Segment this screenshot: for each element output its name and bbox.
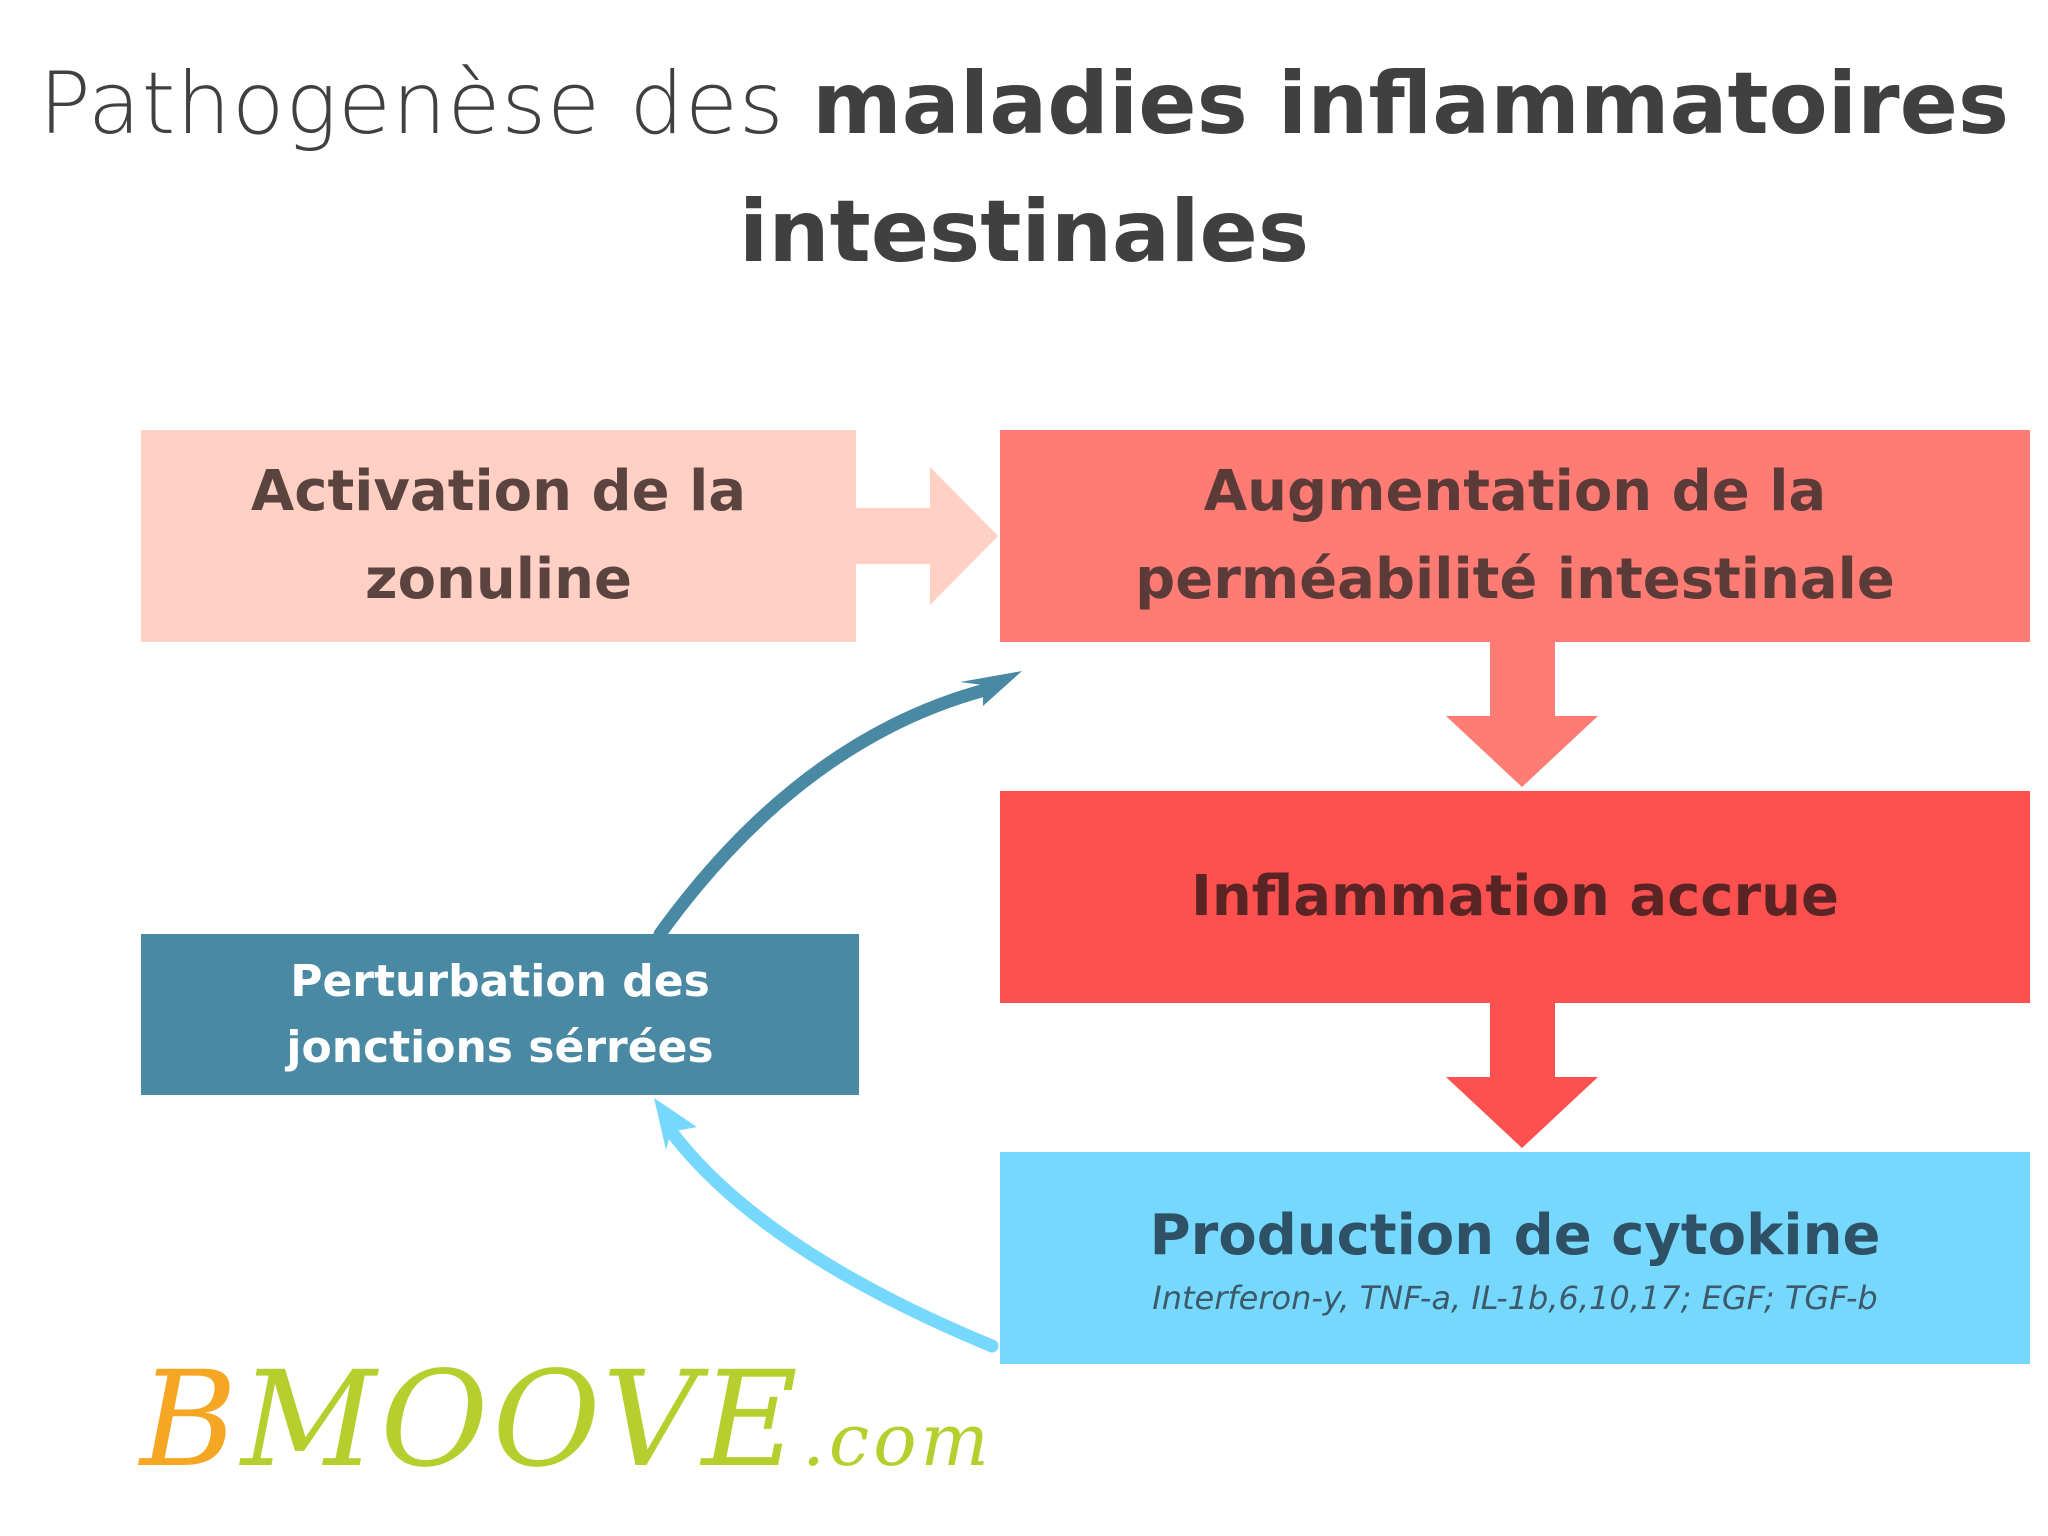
box-permeabilite-line2: perméabilité intestinale: [1135, 547, 1895, 612]
arrowhead-jonctions-to-permeabilite: [960, 671, 1022, 706]
arrow-permeabilite-to-inflammation: [1446, 642, 1598, 787]
bmoove-logo: BMOOVE.com: [140, 1345, 993, 1515]
arrow-jonctions-to-permeabilite: [653, 683, 992, 941]
box-zonuline-line1: Activation de la: [250, 459, 747, 524]
box-inflammation-accrue: Inflammation accrue: [1000, 791, 2030, 1003]
box-cytokine-sub: Interferon-y, TNF-a, IL-1b,6,10,17; EGF;…: [1152, 1279, 1878, 1317]
box-production-cytokine: Production de cytokine Interferon-y, TNF…: [1000, 1152, 2030, 1364]
page-title: Pathogenèse des maladies inflammatoires …: [0, 40, 2048, 296]
box-activation-zonuline: Activation de la zonuline: [141, 430, 856, 642]
title-bold: maladies inflammatoires intestinales: [738, 54, 2010, 282]
arrowhead-cytokine-to-jonctions: [654, 1098, 697, 1150]
box-inflammation-label: Inflammation accrue: [1191, 864, 1839, 929]
arrow-inflammation-to-cytokine: [1446, 1003, 1598, 1148]
box-jonctions-line2: jonctions sérrées: [286, 1021, 714, 1073]
box-permeabilite-line1: Augmentation de la: [1203, 459, 1827, 524]
box-zonuline-line2: zonuline: [364, 547, 633, 612]
box-perturbation-jonctions: Perturbation des jonctions sérrées: [141, 934, 859, 1095]
arrow-zonuline-to-permeabilite: [856, 467, 998, 605]
box-jonctions-line1: Perturbation des: [290, 955, 710, 1007]
title-light: Pathogenèse des: [38, 54, 785, 154]
logo-b: B: [140, 1343, 242, 1497]
logo-moove: MOOVE: [241, 1343, 802, 1497]
logo-domain: .com: [801, 1398, 993, 1482]
arrow-cytokine-to-jonctions: [663, 1123, 999, 1353]
box-cytokine-label: Production de cytokine: [1149, 1203, 1881, 1268]
box-augmentation-permeabilite: Augmentation de la perméabilité intestin…: [1000, 430, 2030, 642]
